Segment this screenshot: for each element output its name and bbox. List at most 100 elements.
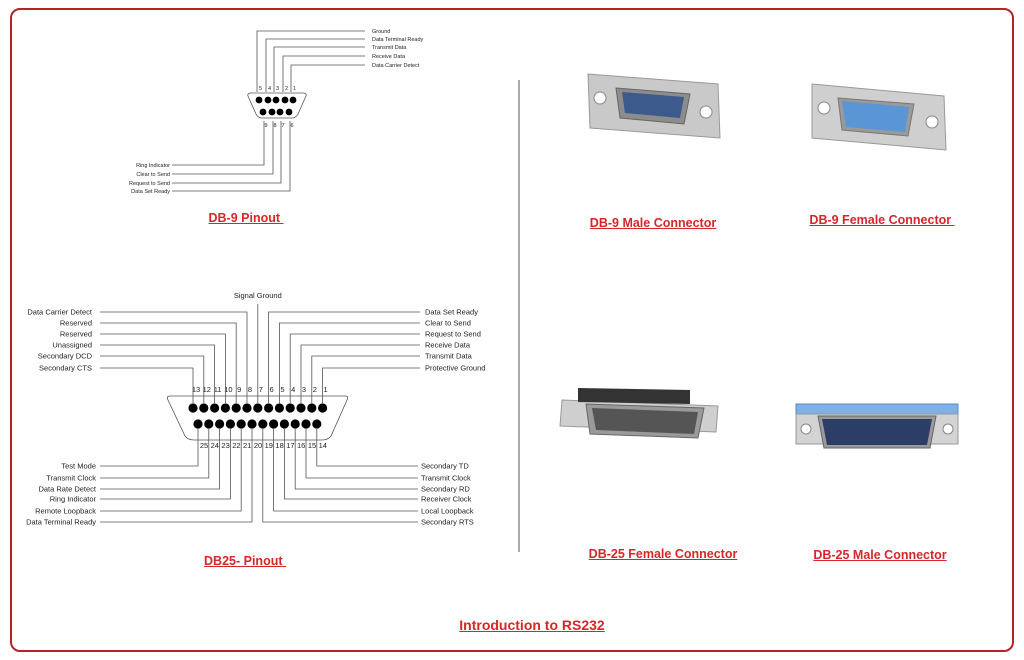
pin-label: Secondary RTS [421, 518, 474, 527]
pin-label: Remote Loopback [35, 507, 96, 516]
pin-leader-line [172, 121, 265, 166]
pin-7 [253, 403, 263, 413]
pin-number: 12 [203, 385, 211, 394]
pin-23 [215, 419, 225, 429]
pin-3 [296, 403, 306, 413]
pin-number: 2 [313, 385, 317, 394]
pin-label: Transmit Data [372, 45, 407, 51]
pin-number: 22 [232, 441, 240, 450]
pin-1 [318, 403, 328, 413]
pin-label: Unassigned [52, 341, 92, 350]
pin-leader-line [172, 121, 274, 175]
pin-number: 3 [276, 86, 279, 92]
pin-leader-line [262, 429, 418, 523]
pin-number: 10 [224, 385, 232, 394]
pin-label: Data Terminal Ready [26, 518, 96, 527]
pin-leader-line [100, 322, 237, 403]
pin-2 [281, 96, 289, 104]
pin-9 [259, 108, 267, 116]
pin-12 [199, 403, 209, 413]
pin-label: Request to Send [425, 330, 481, 339]
pin-leader-line [305, 429, 418, 479]
pin-number: 4 [291, 385, 295, 394]
pin-label: Data Carrier Detect [372, 63, 420, 69]
pin-leader-line [273, 46, 365, 92]
pin-label: Transmit Clock [46, 474, 96, 483]
page-title: Introduction to RS232 [459, 617, 605, 633]
pin-label: Protective Ground [425, 364, 485, 373]
pin-label: Secondary DCD [38, 352, 93, 361]
pin-11 [210, 403, 220, 413]
pin-number: 21 [243, 441, 251, 450]
pin-number: 6 [270, 385, 274, 394]
pin-label: Data Terminal Ready [372, 37, 424, 43]
pin-16 [290, 419, 300, 429]
pin-9 [231, 403, 241, 413]
pin-5 [274, 403, 284, 413]
pin-number: 16 [297, 441, 305, 450]
pin-number: 8 [273, 123, 276, 129]
pin-leader-line [100, 311, 248, 403]
pin-25 [193, 419, 203, 429]
pin-number: 20 [254, 441, 262, 450]
pin-number: 7 [259, 385, 263, 394]
pin-leader-line [300, 344, 420, 403]
pin-leader-line [100, 344, 216, 403]
pin-label: Ring Indicator [136, 163, 170, 169]
pin-label: Ring Indicator [50, 495, 97, 504]
pin-leader-line [100, 355, 205, 403]
pin-number: 3 [302, 385, 306, 394]
pin-label: Secondary RD [421, 485, 470, 494]
pin-6 [264, 403, 274, 413]
pin-13 [188, 403, 198, 413]
pin-number: 18 [275, 441, 283, 450]
pin-label: Clear to Send [136, 172, 170, 178]
pin-19 [258, 419, 268, 429]
db9-shell [247, 92, 307, 119]
pin-number: 6 [290, 123, 293, 129]
pin-leader-line [100, 429, 210, 479]
pin-3 [272, 96, 280, 104]
pin-label: Request to Send [129, 181, 170, 187]
pin-label: Transmit Clock [421, 474, 471, 483]
pin-number: 5 [280, 385, 284, 394]
pin-label: Transmit Data [425, 352, 473, 361]
pin-5 [255, 96, 263, 104]
pin-4 [264, 96, 272, 104]
pin-leader-line [290, 64, 365, 92]
db9-male-caption: DB-9 Male Connector [589, 216, 717, 230]
pin-number: 17 [286, 441, 294, 450]
pin-leader-line [278, 322, 420, 403]
pin-leader-line [100, 367, 194, 403]
pin-label: Reserved [60, 319, 92, 328]
db9-pinout-caption: DB-9 Pinout [208, 211, 284, 225]
pin-number: 24 [211, 441, 219, 450]
pin-20 [247, 419, 257, 429]
pin-leader-line [100, 429, 231, 500]
pin-number: 25 [200, 441, 208, 450]
pin-24 [204, 419, 214, 429]
pin-number: 9 [264, 123, 267, 129]
pin-1 [289, 96, 297, 104]
pin-leader-line [316, 429, 418, 467]
pin-number: 1 [293, 86, 296, 92]
pin-number: 7 [281, 123, 284, 129]
pin-leader-line [283, 429, 418, 500]
pin-18 [269, 419, 279, 429]
pin-leader-line [273, 429, 418, 512]
pin-number: 4 [268, 86, 271, 92]
pin-14 [312, 419, 322, 429]
pin-17 [279, 419, 289, 429]
pin-label: Test Mode [61, 462, 96, 471]
pin-number: 9 [237, 385, 241, 394]
page-frame [10, 8, 1014, 652]
pin-7 [276, 108, 284, 116]
pin-15 [301, 419, 311, 429]
pin-label: Receiver Clock [421, 495, 472, 504]
pin-leader-line [256, 30, 365, 92]
pin-number: 23 [221, 441, 229, 450]
pin-leader-line [294, 429, 418, 490]
